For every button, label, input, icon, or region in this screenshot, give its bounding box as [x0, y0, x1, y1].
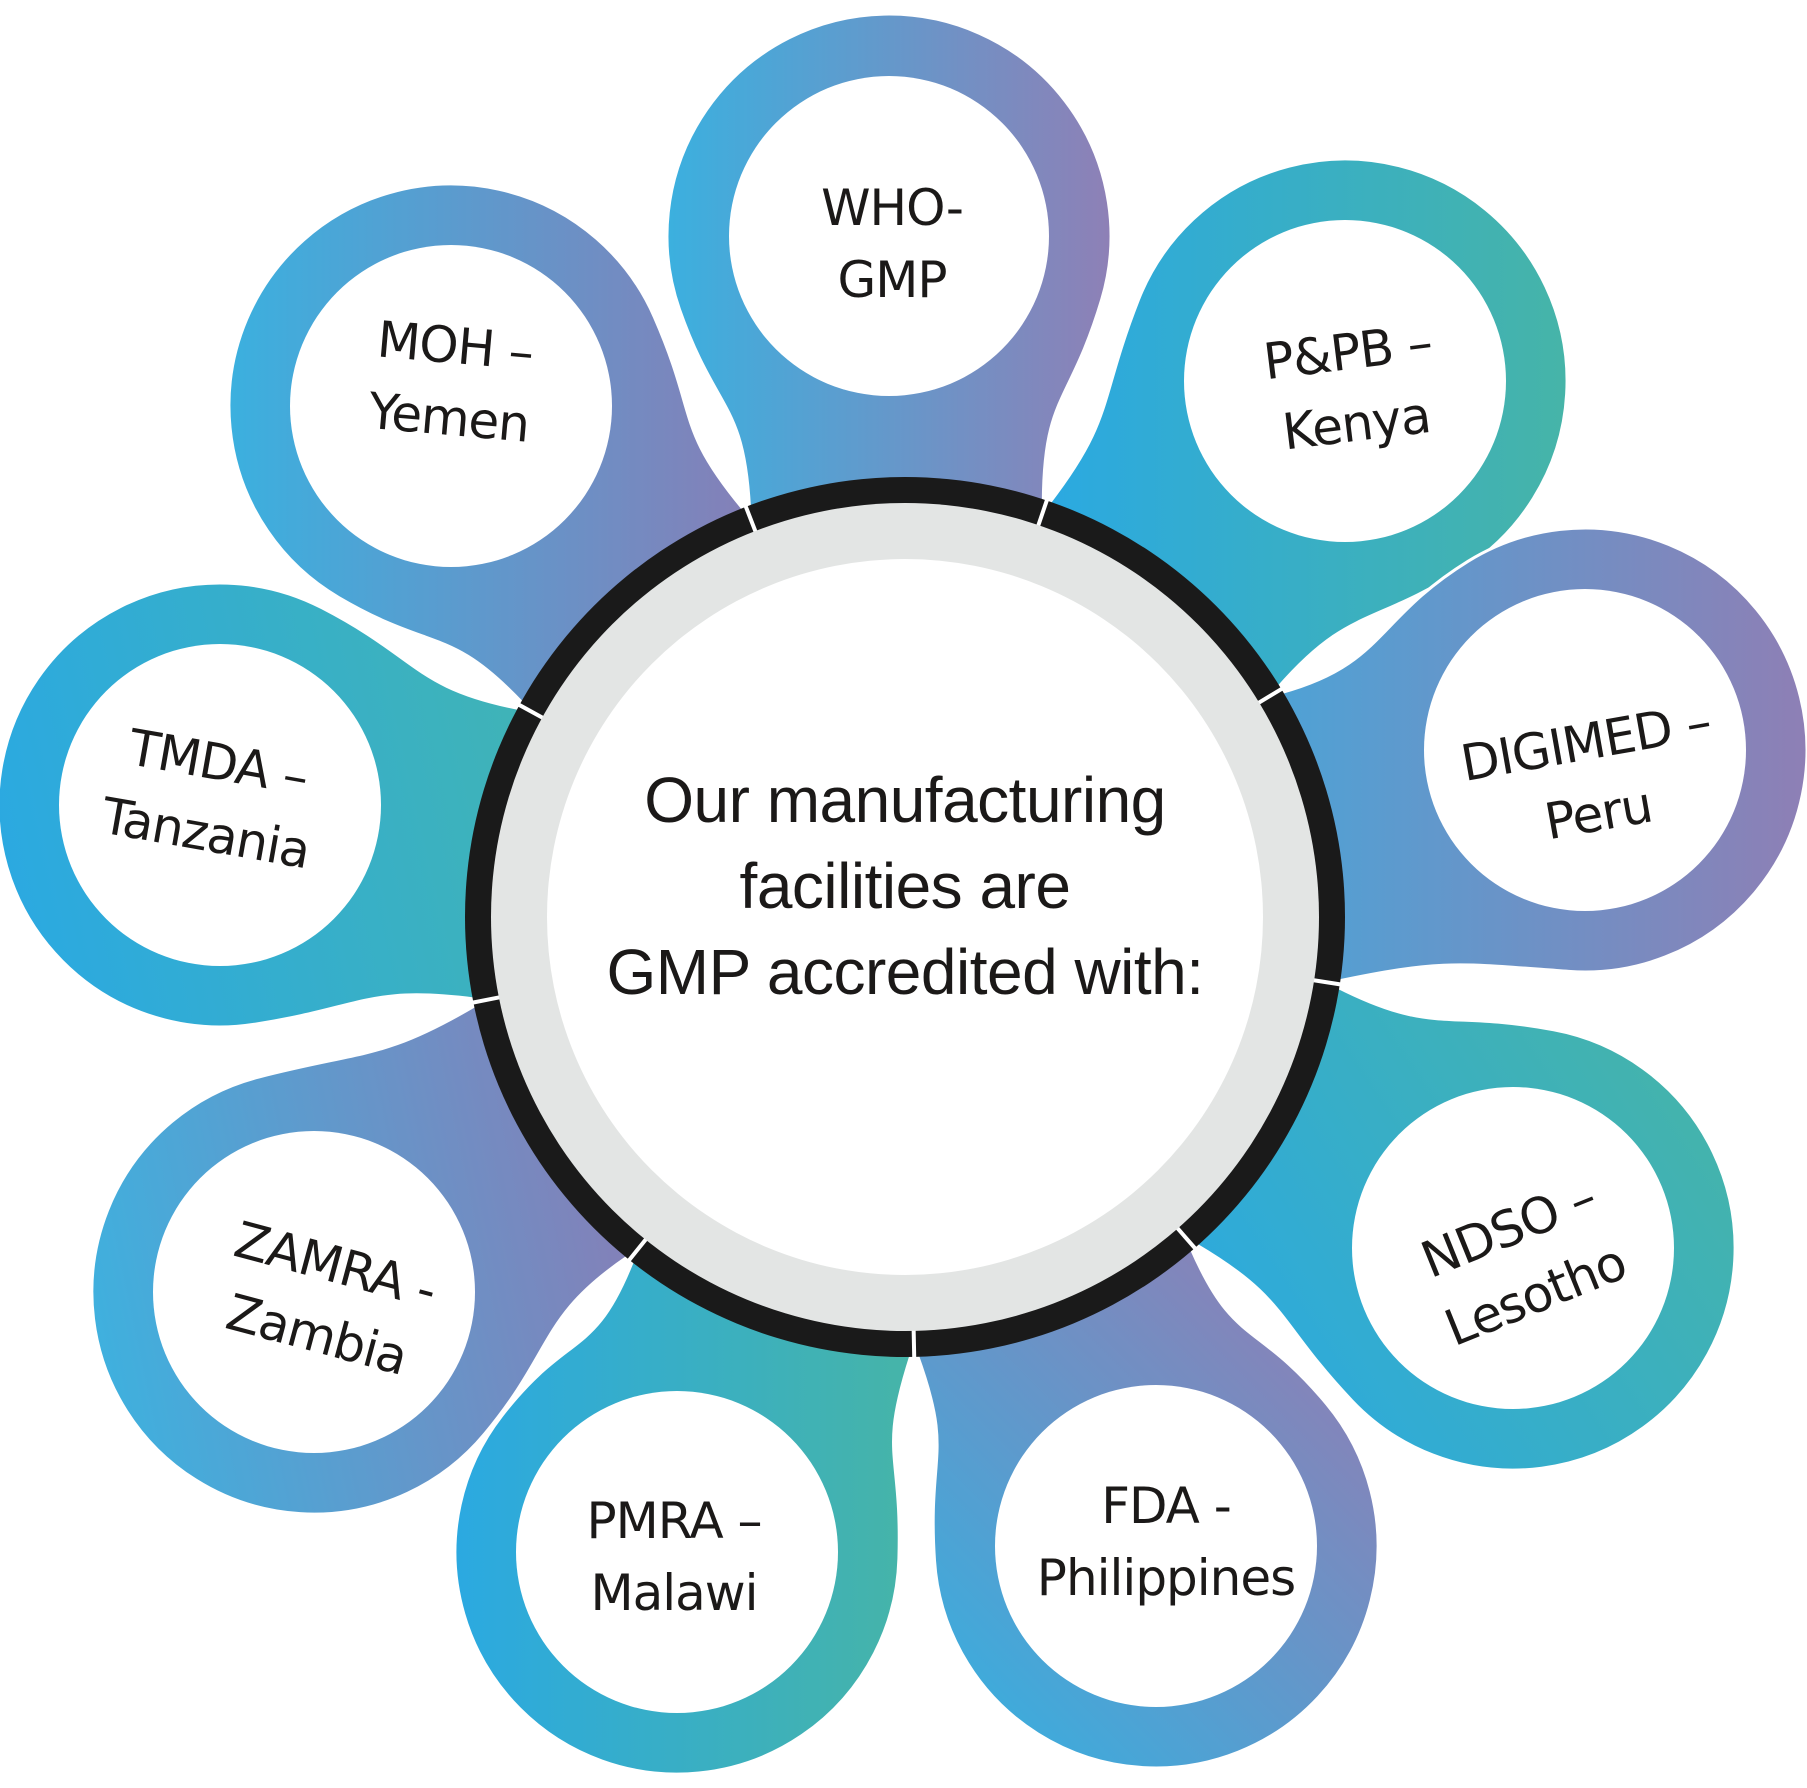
agency-country: Philippines	[1036, 1549, 1296, 1607]
petal-digimed-inner-circle	[1424, 589, 1746, 911]
ring-separator	[1035, 497, 1050, 528]
petal-moh-inner-circle	[290, 245, 612, 567]
ring-separator	[516, 702, 545, 721]
ring-separator	[743, 504, 758, 534]
petal-fda-inner-circle	[995, 1385, 1317, 1707]
hub-title-line-2: facilities are	[739, 850, 1071, 923]
petal-ppb-inner-circle	[1184, 220, 1506, 542]
petal-pmra-inner-circle	[516, 1391, 838, 1713]
ring-separator	[1174, 1225, 1198, 1251]
petal-label-moh-yemen: MOH – Yemen	[296, 297, 607, 467]
petal-label-pmra-malawi: PMRA – Malawi	[524, 1485, 824, 1629]
petal-label-who: WHO- GMP	[742, 172, 1042, 316]
agency-country: GMP	[837, 251, 947, 309]
petal-who-inner-circle	[729, 76, 1049, 396]
agency-country: Malawi	[590, 1564, 758, 1622]
petal-tmda-inner-circle	[59, 644, 381, 966]
hub-inner-disc	[547, 559, 1263, 1275]
hub-circle	[465, 477, 1345, 1359]
agency-name: FDA -	[1101, 1477, 1232, 1535]
ring-separator	[471, 995, 502, 1005]
agency-name: WHO-	[821, 179, 964, 237]
ring-separator	[626, 1236, 649, 1263]
ring-separator	[911, 1328, 917, 1359]
petal-label-fda-philippines: FDA - Philippines	[1016, 1470, 1316, 1614]
petal-zamra-inner-circle	[153, 1131, 475, 1453]
petal-heads-group	[59, 76, 1746, 1713]
agency-name: PMRA –	[586, 1492, 762, 1550]
hub-title-line-1: Our manufacturing	[644, 764, 1166, 837]
ring-separator	[1311, 978, 1343, 987]
hub-title-line-3: GMP accredited with:	[606, 936, 1204, 1009]
hub-title: Our manufacturing facilities are GMP acc…	[555, 757, 1255, 1015]
petal-ndso-inner-circle	[1352, 1087, 1674, 1409]
ring-separator	[1256, 686, 1285, 706]
